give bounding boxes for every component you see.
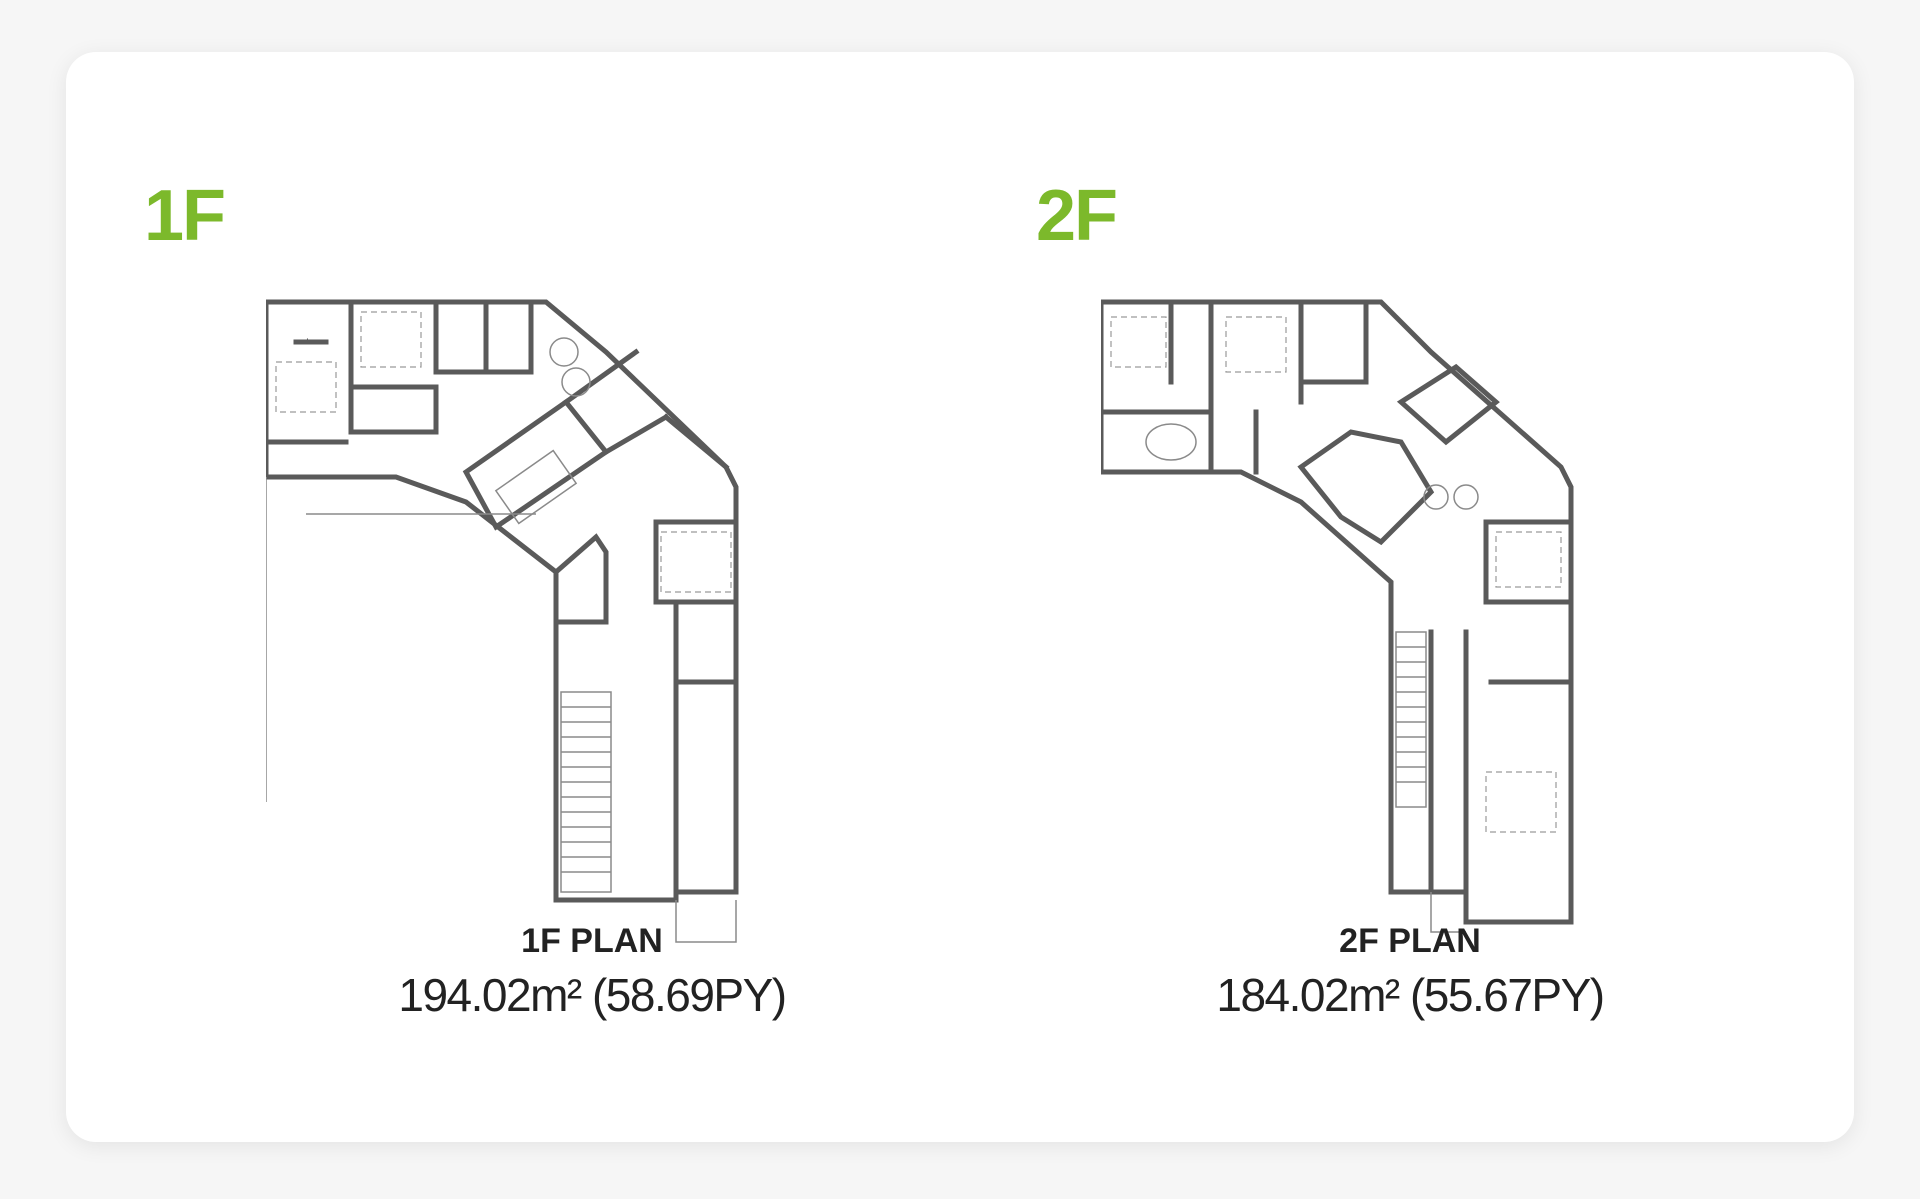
floor-plan-card: 1F 2F [66,52,1854,1142]
floor-2-plan-svg [1101,299,1574,933]
floor-2-plan-title: 2F PLAN [1339,922,1481,960]
floor-2-plan-area: 184.02m² (55.67PY) [1216,969,1605,1021]
floor-1-heading: 1F [144,176,226,256]
floor-2-heading: 2F [1036,176,1118,256]
floor-1-plan-title: 1F PLAN [521,922,663,960]
svg-text:·: · [306,335,309,345]
floor-2-plan-drawing [1101,292,1761,952]
floor-1-plan-svg: · [266,299,739,943]
floor-1-plan-area: 194.02m² (58.69PY) [398,969,787,1021]
floor-1-plan-drawing: · [266,292,926,952]
